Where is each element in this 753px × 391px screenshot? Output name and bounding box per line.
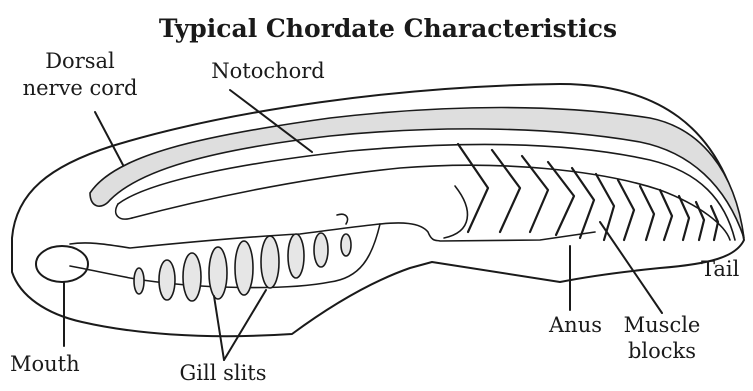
gill-slits-leader-2 — [224, 290, 266, 360]
gill-slits-label: Gill slits — [179, 361, 266, 385]
dorsal-nerve-cord-label-line1: Dorsal — [45, 49, 115, 73]
gill-slit — [209, 247, 227, 299]
notochord-label: Notochord — [211, 59, 325, 83]
gut-region — [70, 186, 595, 288]
gill-slit — [341, 234, 351, 256]
tail-label: Tail — [701, 257, 740, 281]
gill-slit — [261, 236, 279, 288]
gill-slit — [134, 268, 144, 294]
muscle-blocks-label-line1: Muscle — [624, 313, 701, 337]
gill-slit — [235, 241, 253, 295]
gill-slit — [314, 233, 328, 267]
mouth — [36, 246, 88, 282]
dorsal-nerve-cord-leader — [95, 112, 123, 165]
gill-slit — [288, 234, 304, 278]
muscle-blocks — [458, 144, 718, 240]
muscle-blocks-label-line2: blocks — [628, 339, 696, 363]
mouth-label: Mouth — [10, 352, 80, 376]
anus-label: Anus — [548, 313, 602, 337]
dorsal-nerve-cord — [90, 108, 744, 239]
gill-slit — [159, 260, 175, 300]
gill-slits-leader-1 — [214, 296, 224, 360]
gill-slits — [134, 233, 351, 301]
dorsal-nerve-cord-label-line2: nerve cord — [23, 76, 138, 100]
diagram-title: Typical Chordate Characteristics — [159, 14, 617, 43]
gill-slit — [183, 253, 201, 301]
muscle-blocks-leader — [600, 222, 662, 313]
